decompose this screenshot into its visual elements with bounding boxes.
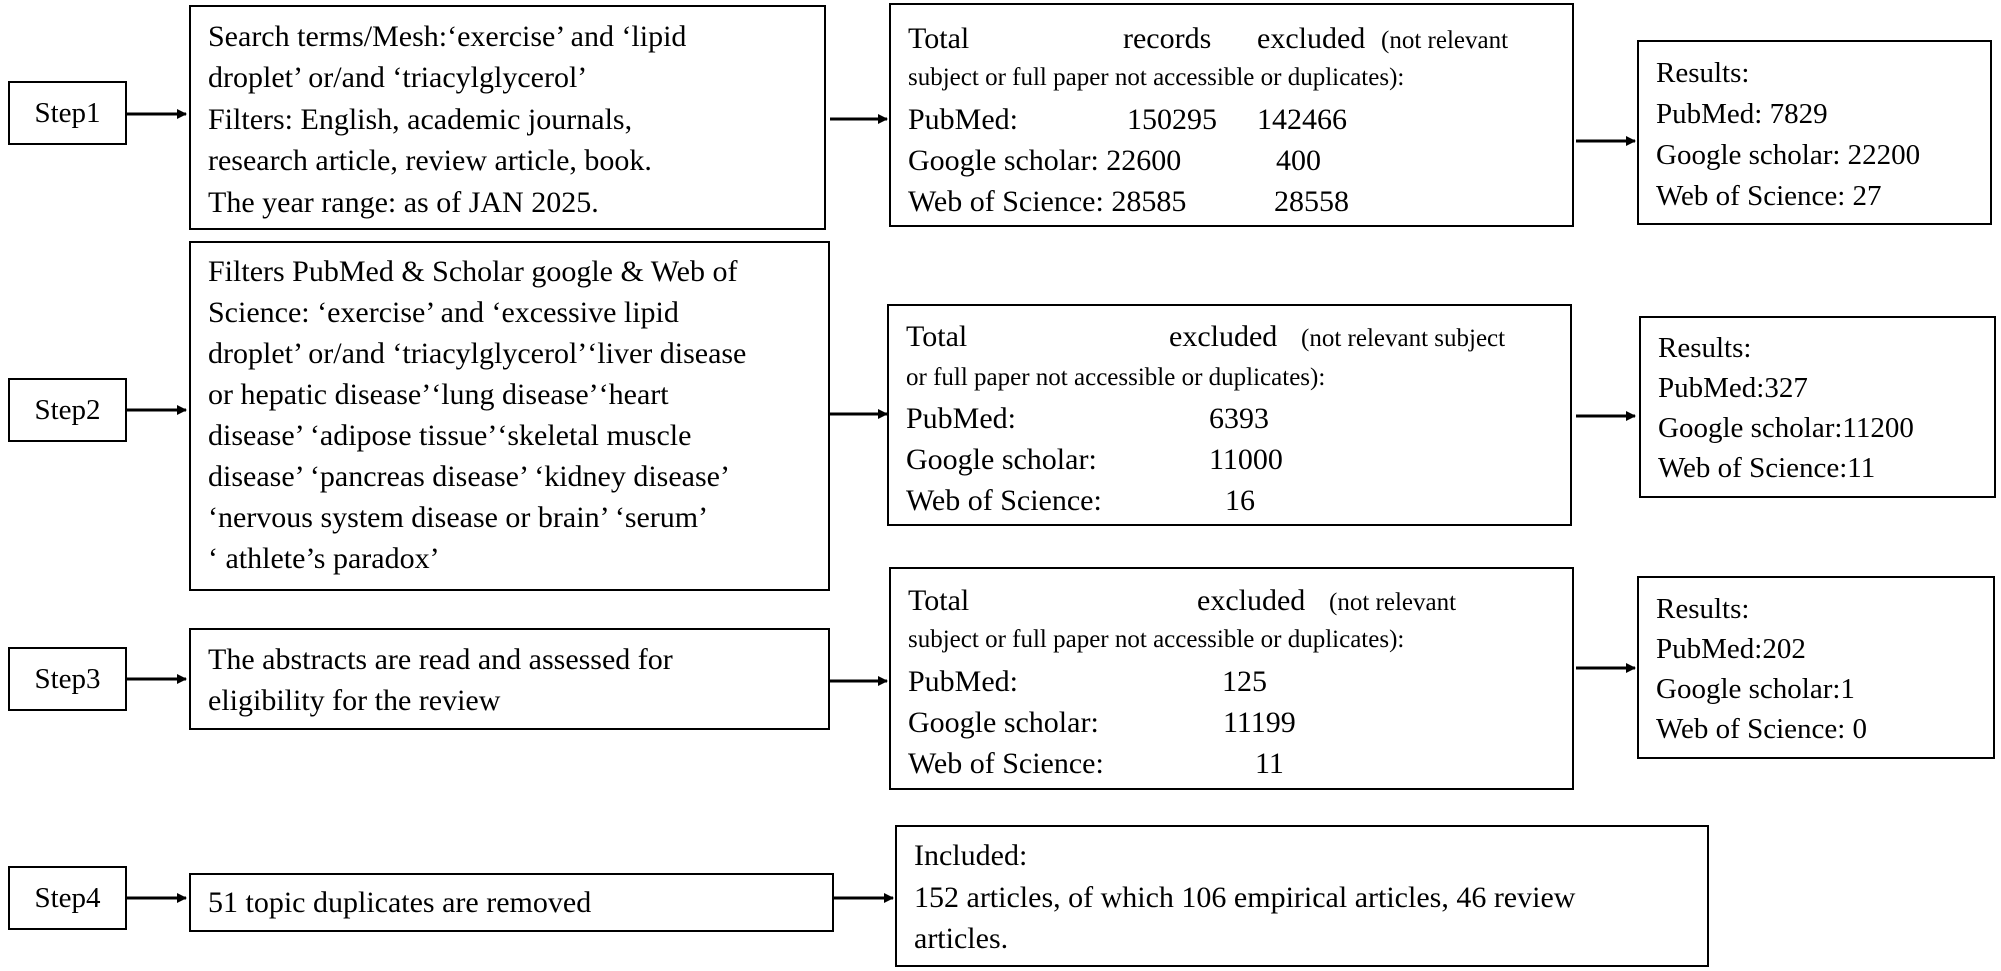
- step2-excluded-label: excluded: [1169, 320, 1278, 353]
- step2-criteria-line: disease’ ‘pancreas disease’ ‘kidney dise…: [208, 460, 730, 493]
- step3-total-label: Total: [908, 584, 970, 617]
- step3-results-line: PubMed:202: [1656, 633, 1806, 665]
- step4-label: Step4: [34, 881, 101, 914]
- step2-results-line: PubMed:327: [1658, 372, 1808, 404]
- step2-criteria-line: ‘nervous system disease or brain’ ‘serum…: [208, 501, 709, 534]
- step1-label-box: Step1: [8, 81, 127, 145]
- step1-row-excluded: 400: [1276, 144, 1321, 177]
- step1-results-box: Results: PubMed: 7829 Google scholar: 22…: [1637, 40, 1992, 225]
- step3-row-excluded: 125: [1222, 665, 1267, 698]
- step3-criteria-line: The abstracts are read and assessed for: [208, 643, 673, 676]
- step3-label-box: Step3: [8, 647, 127, 711]
- step3-row-source: Web of Science:: [908, 747, 1104, 780]
- step2-row-excluded: 6393: [1209, 402, 1269, 435]
- step3-criteria-line: eligibility for the review: [208, 684, 501, 717]
- step2-criteria-line: Science: ‘exercise’ and ‘excessive lipid: [208, 296, 679, 329]
- step3-label: Step3: [34, 662, 101, 695]
- step2-row-source: PubMed:: [906, 402, 1017, 435]
- step2-results-line: Google scholar:11200: [1658, 412, 1914, 444]
- step3-excluded-label: excluded: [1197, 584, 1306, 617]
- step1-label: Step1: [34, 96, 101, 129]
- step2-results-line: Web of Science:11: [1658, 452, 1876, 484]
- step3-results-heading: Results:: [1656, 593, 1750, 625]
- step2-criteria-line: Filters PubMed & Scholar google & Web of: [208, 255, 738, 288]
- step1-criteria-line: The year range: as of JAN 2025.: [208, 186, 599, 219]
- step1-row-total: 150295: [1127, 103, 1217, 136]
- step1-row-excluded: 142466: [1257, 103, 1347, 136]
- step3-exclusion-note: (not relevant: [1329, 589, 1457, 616]
- step2-row-source: Web of Science:: [906, 484, 1102, 517]
- step1-criteria-line: research article, review article, book.: [208, 144, 652, 177]
- step1-results-line: Google scholar: 22200: [1656, 139, 1921, 171]
- step2-criteria-line: disease’ ‘adipose tissue’‘skeletal muscl…: [208, 419, 692, 452]
- step1-results-line: PubMed: 7829: [1656, 98, 1828, 130]
- step4-included-line: articles.: [914, 922, 1009, 955]
- step1-results-heading: Results:: [1656, 57, 1750, 89]
- step3-exclusion-note: subject or full paper not accessible or …: [908, 626, 1405, 653]
- step2-criteria-line: droplet’ or/and ‘triacylglycerol’‘liver …: [208, 337, 747, 370]
- step1-exclusion-box: Total records excluded (not relevant sub…: [889, 3, 1574, 227]
- step1-row-source: Web of Science: 28585: [908, 185, 1187, 218]
- step1-total-label: Total: [908, 22, 970, 55]
- step3-row-source: PubMed:: [908, 665, 1019, 698]
- step3-row-source: Google scholar:: [908, 706, 1099, 739]
- step3-results-line: Web of Science: 0: [1656, 713, 1868, 745]
- step1-criteria-line: Filters: English, academic journals,: [208, 103, 633, 136]
- step1-criteria-box: Search terms/Mesh:‘exercise’ and ‘lipid …: [189, 5, 826, 230]
- step2-exclusion-box: Total excluded (not relevant subject or …: [887, 304, 1572, 526]
- step2-exclusion-note: (not relevant subject: [1301, 325, 1506, 352]
- step1-criteria-line: droplet’ or/and ‘triacylglycerol’: [208, 61, 588, 94]
- step3-exclusion-box: Total excluded (not relevant subject or …: [889, 567, 1574, 790]
- step2-criteria-line: ‘ athlete’s paradox’: [208, 542, 440, 575]
- step2-total-label: Total: [906, 320, 968, 353]
- step2-results-heading: Results:: [1658, 332, 1752, 364]
- step2-criteria-line: or hepatic disease’‘lung disease’‘heart: [208, 378, 669, 411]
- step4-included-box: Included: 152 articles, of which 106 emp…: [895, 825, 1709, 967]
- step4-included-heading: Included:: [914, 839, 1028, 872]
- step1-row-source: PubMed:: [908, 103, 1019, 136]
- step1-exclusion-note: subject or full paper not accessible or …: [908, 64, 1405, 91]
- step1-row-excluded: 28558: [1274, 185, 1349, 218]
- step2-exclusion-note: or full paper not accessible or duplicat…: [906, 364, 1326, 391]
- step3-criteria-box: The abstracts are read and assessed for …: [189, 628, 830, 730]
- step1-row-source: Google scholar: 22600: [908, 144, 1182, 177]
- step1-criteria-line: Search terms/Mesh:‘exercise’ and ‘lipid: [208, 20, 687, 53]
- step4-included-line: 152 articles, of which 106 empirical art…: [914, 881, 1576, 914]
- step2-row-excluded: 11000: [1209, 443, 1283, 476]
- step3-row-excluded: 11: [1255, 747, 1284, 780]
- step4-criteria-line: 51 topic duplicates are removed: [208, 886, 592, 919]
- step1-results-line: Web of Science: 27: [1656, 180, 1882, 212]
- step2-results-box: Results: PubMed:327 Google scholar:11200…: [1639, 316, 1996, 498]
- step2-label-box: Step2: [8, 378, 127, 442]
- step3-row-excluded: 11199: [1223, 706, 1296, 739]
- step4-label-box: Step4: [8, 866, 127, 930]
- step1-excluded-label: excluded: [1257, 22, 1366, 55]
- step3-results-line: Google scholar:1: [1656, 673, 1855, 705]
- step2-row-source: Google scholar:: [906, 443, 1097, 476]
- step3-results-box: Results: PubMed:202 Google scholar:1 Web…: [1637, 576, 1995, 759]
- step1-exclusion-note: (not relevant: [1381, 27, 1509, 54]
- step1-records-label: records: [1123, 22, 1212, 55]
- step2-label: Step2: [34, 393, 101, 426]
- step2-criteria-box: Filters PubMed & Scholar google & Web of…: [189, 241, 830, 591]
- step2-row-excluded: 16: [1225, 484, 1255, 517]
- step4-criteria-box: 51 topic duplicates are removed: [189, 873, 834, 932]
